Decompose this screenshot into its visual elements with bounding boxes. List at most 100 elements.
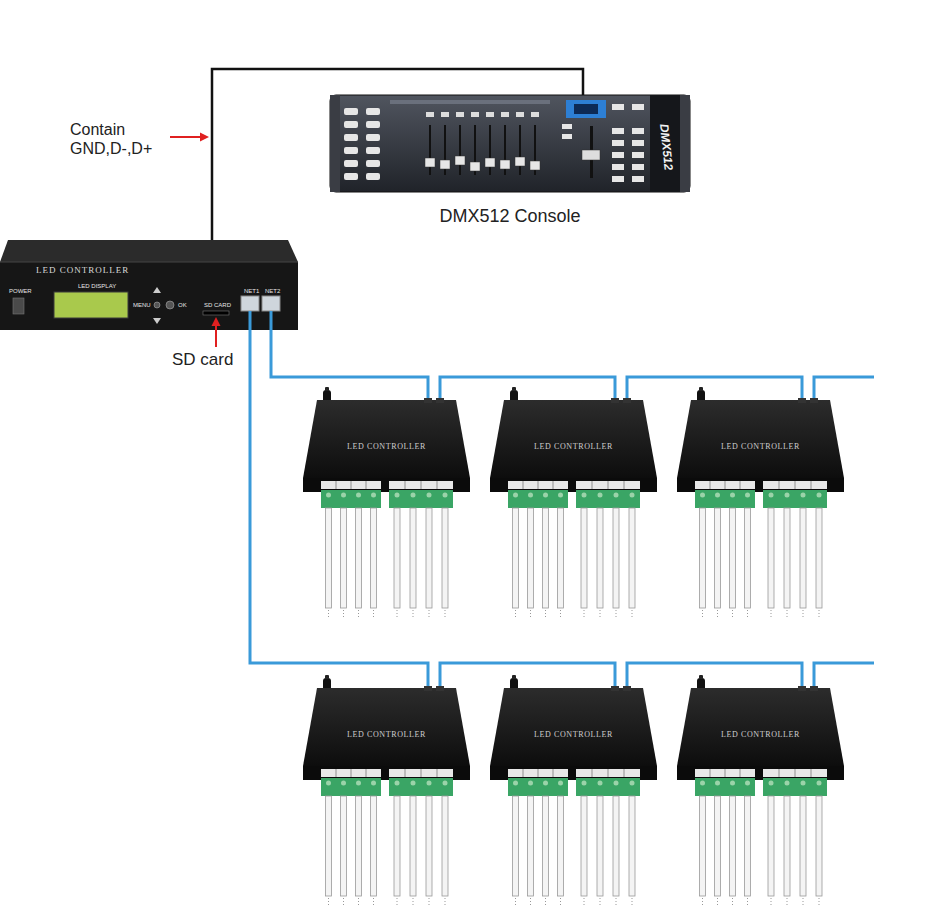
illustration-part	[440, 160, 450, 169]
illustration-part	[0, 262, 298, 330]
master-controller: LED CONTROLLER	[0, 240, 298, 330]
pixel-controller: LED CONTROLLER	[677, 686, 844, 796]
illustration-part	[390, 100, 550, 104]
illustration-part	[486, 112, 494, 117]
illustration-part	[270, 311, 273, 330]
panel-label: LED DISPLAY	[78, 283, 116, 290]
device-label: LED CONTROLLER	[303, 442, 470, 452]
panel-label: SD CARD	[204, 302, 231, 309]
callout-arrow	[170, 133, 209, 142]
pixel-controller-art	[490, 387, 657, 618]
device-label: LED CONTROLLER	[36, 265, 129, 276]
illustration-part	[501, 112, 509, 117]
callout-arrow	[212, 317, 221, 347]
illustration-part	[366, 134, 380, 141]
illustration-part	[200, 133, 209, 142]
device-label: LED CONTROLLER	[490, 442, 657, 452]
illustration-part	[249, 311, 252, 330]
pixel-controller-art	[303, 675, 470, 906]
illustration-part	[632, 152, 644, 158]
illustration-part	[650, 95, 680, 192]
illustration-part	[471, 112, 479, 117]
pixel-controller-art	[303, 387, 470, 618]
illustration-part	[531, 112, 539, 117]
panel-label: NET1	[244, 288, 259, 295]
device-label: LED CONTROLLER	[677, 730, 844, 740]
illustration-part	[530, 161, 540, 170]
illustration-part	[470, 162, 480, 171]
illustration-part	[632, 128, 644, 134]
illustration-part	[344, 147, 358, 154]
illustration-part	[170, 136, 201, 138]
illustration-part	[262, 296, 280, 311]
illustration-part	[612, 128, 624, 134]
continuing-cable	[814, 663, 874, 686]
pixel-controller: LED CONTROLLER	[303, 686, 470, 796]
illustration-part	[425, 158, 435, 167]
pixel-controller: LED CONTROLLER	[303, 398, 470, 508]
illustration-part	[612, 176, 624, 182]
illustration-part	[562, 104, 644, 182]
dmx-console-art	[330, 95, 690, 192]
illustration-part	[574, 104, 598, 114]
illustration-part	[612, 164, 624, 170]
illustration-part	[562, 124, 572, 129]
illustration-part	[153, 318, 161, 324]
label-holder: OK	[178, 302, 187, 309]
illustration-part	[344, 108, 358, 115]
illustration-part	[582, 150, 600, 160]
label-holder: NET2	[265, 288, 280, 295]
panel-label: MENU	[133, 302, 151, 309]
illustration-part	[344, 121, 358, 128]
illustration-part	[366, 108, 380, 115]
pixel-controller-art	[490, 675, 657, 906]
illustration-part	[489, 125, 491, 175]
illustration-part	[166, 301, 174, 309]
illustration-part	[612, 140, 624, 146]
illustration-part	[519, 125, 521, 175]
illustration-part	[0, 262, 298, 263]
illustration-part	[366, 173, 380, 180]
illustration-part	[562, 134, 572, 139]
device-label: DMX512	[657, 123, 676, 171]
label-holder: SD CARD	[204, 302, 231, 309]
illustration-part	[366, 147, 380, 154]
illustration-part	[344, 134, 358, 141]
device-label: LED CONTROLLER	[303, 730, 470, 740]
illustration-part	[13, 298, 24, 314]
illustration-part	[154, 302, 160, 308]
illustration-part	[330, 95, 340, 192]
signal-cable	[440, 377, 615, 398]
master-controller-art	[0, 240, 298, 330]
illustration-part	[215, 325, 217, 347]
illustration-part	[612, 104, 624, 110]
dmx-console: DMX512DMX512 Console	[328, 95, 692, 230]
illustration-part	[632, 176, 644, 182]
label-holder: Contain GND,D-,D+	[70, 120, 170, 158]
illustration-part	[241, 296, 259, 311]
pixel-controller-art	[677, 675, 844, 906]
illustration-part	[429, 125, 431, 175]
illustration-part	[485, 158, 495, 167]
pixel-controller: LED CONTROLLER	[490, 398, 657, 508]
panel-label: NET2	[265, 288, 280, 295]
illustration-part	[612, 152, 624, 158]
pixel-controller: LED CONTROLLER	[490, 686, 657, 796]
illustration-part	[344, 173, 358, 180]
illustration-part	[426, 112, 434, 117]
label-holder: MENU	[133, 302, 151, 309]
label-holder: SD card	[172, 350, 233, 370]
signal-cable	[627, 663, 802, 686]
callout-label: Contain GND,D-,D+	[70, 120, 170, 158]
illustration-part	[566, 100, 606, 118]
callout-label: SD card	[172, 350, 233, 370]
illustration-part	[344, 160, 358, 167]
illustration-part	[0, 240, 298, 262]
illustration-part	[212, 317, 221, 326]
illustration-part	[500, 160, 510, 169]
illustration-part	[426, 112, 539, 117]
signal-cable	[440, 663, 615, 686]
